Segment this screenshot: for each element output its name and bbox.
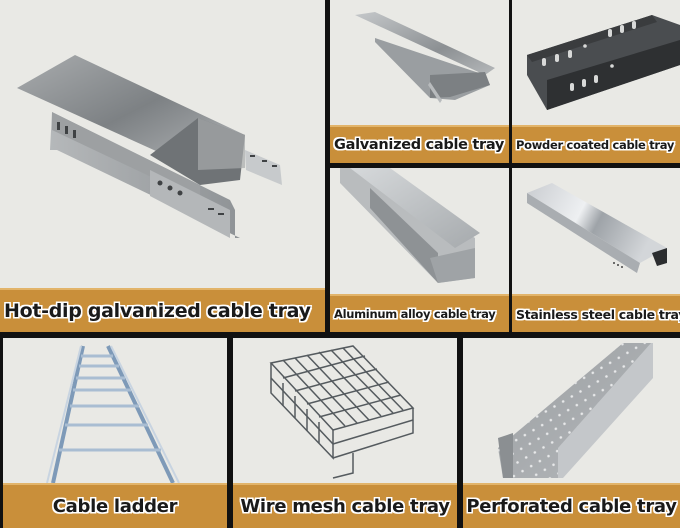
product-label: Stainless steel cable tray <box>512 294 680 332</box>
product-card-hot-dip-galvanized: Hot-dip galvanized cable tray <box>0 0 325 332</box>
product-card-stainless-steel: Stainless steel cable tray <box>512 168 680 332</box>
wire-mesh-tray-image <box>233 338 457 483</box>
product-label: Wire mesh cable tray <box>233 483 457 528</box>
product-label: Cable ladder <box>3 483 227 528</box>
aluminum-alloy-tray-image <box>330 168 509 294</box>
galvanized-tray-image <box>330 0 509 125</box>
product-label: Powder coated cable tray <box>512 125 680 163</box>
product-label: Galvanized cable tray <box>330 125 509 163</box>
product-label: Perforated cable tray <box>463 483 680 528</box>
cable-ladder-image <box>3 338 227 483</box>
product-label: Aluminum alloy cable tray <box>330 294 509 332</box>
product-card-perforated: Perforated cable tray <box>463 338 680 528</box>
stainless-steel-tray-image <box>512 168 680 294</box>
product-card-galvanized: Galvanized cable tray <box>330 0 509 163</box>
product-label: Hot-dip galvanized cable tray <box>0 288 325 332</box>
product-card-wire-mesh: Wire mesh cable tray <box>233 338 457 528</box>
product-card-aluminum-alloy: Aluminum alloy cable tray <box>330 168 509 332</box>
product-card-cable-ladder: Cable ladder <box>3 338 227 528</box>
perforated-tray-image <box>463 338 680 483</box>
hot-dip-galvanized-tray-image <box>0 0 325 288</box>
powder-coated-tray-image <box>512 0 680 125</box>
product-card-powder-coated: Powder coated cable tray <box>512 0 680 163</box>
